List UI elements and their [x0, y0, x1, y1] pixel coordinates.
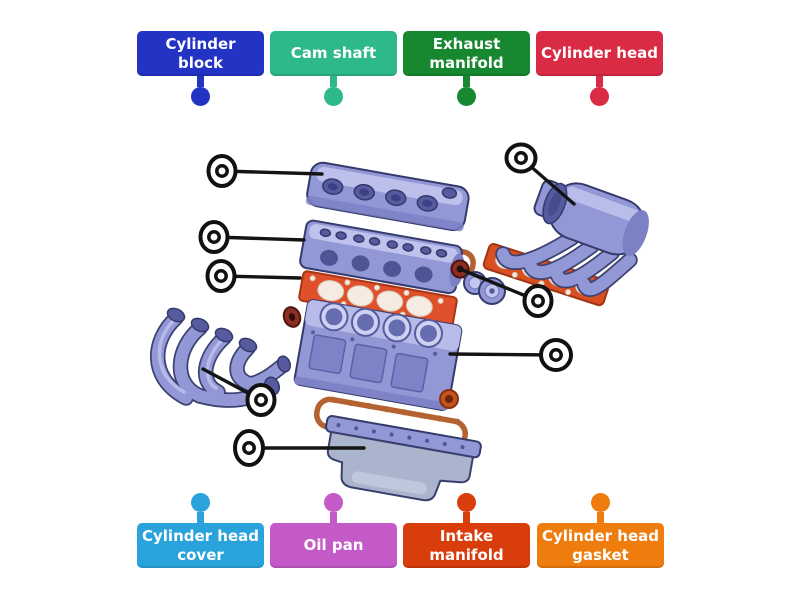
crank-seal-left [282, 306, 302, 328]
tag-pin-dot [324, 87, 343, 106]
tag-pin-stem [463, 76, 470, 87]
answer-tag-cylinder-head-cover[interactable]: Cylinder head cover [137, 493, 264, 568]
tag-pin-stem [463, 512, 470, 523]
tag-pin-dot [191, 493, 210, 512]
tag-pin-dot [590, 87, 609, 106]
crank-seal-right [439, 389, 459, 409]
target-marker-cylinder-head-cover[interactable] [206, 154, 238, 188]
target-marker-oil-pan[interactable] [233, 429, 265, 467]
target-marker-cylinder-head[interactable] [198, 220, 230, 254]
tag-pin-stem [596, 76, 603, 87]
tag-box: Exhaust manifold [403, 31, 530, 76]
answer-tag-cylinder-block[interactable]: Cylinder block [137, 31, 264, 106]
answer-tag-cylinder-head-gasket[interactable]: Cylinder head gasket [537, 493, 664, 568]
tag-label: Oil pan [303, 536, 364, 554]
tag-pin-dot [191, 87, 210, 106]
tag-pin-dot [457, 87, 476, 106]
tag-pin-dot [324, 493, 343, 512]
target-marker-cylinder-head-gasket[interactable] [205, 259, 237, 293]
target-marker-cam-shaft[interactable] [522, 284, 554, 318]
leader-line-8 [448, 352, 558, 357]
tag-pin-stem [197, 76, 204, 87]
tag-label: Cylinder block [165, 34, 236, 72]
tag-label: Exhaust manifold [429, 34, 504, 72]
tag-box: Cylinder head cover [137, 523, 264, 568]
tag-pin-dot [591, 493, 610, 512]
tag-box: Cylinder head gasket [537, 523, 664, 568]
camshaft-pulleys-part [463, 271, 506, 305]
exhaust-manifold-part [149, 307, 292, 408]
tag-box: Cylinder head [536, 31, 663, 76]
tag-box: Cam shaft [270, 31, 397, 76]
tag-pin-stem [330, 512, 337, 523]
answer-tag-oil-pan[interactable]: Oil pan [270, 493, 397, 568]
intake-manifold-part [495, 179, 649, 297]
answer-tag-exhaust-manifold[interactable]: Exhaust manifold [403, 31, 530, 106]
tag-label: Intake manifold [429, 526, 504, 564]
answer-tag-cam-shaft[interactable]: Cam shaft [270, 31, 397, 106]
answer-tag-cylinder-head[interactable]: Cylinder head [536, 31, 663, 106]
target-marker-intake-manifold[interactable] [504, 142, 538, 174]
tag-label: Cylinder head [541, 44, 658, 62]
answer-tag-intake-manifold[interactable]: Intake manifold [403, 493, 530, 568]
tag-label: Cam shaft [290, 44, 377, 62]
tag-box: Oil pan [270, 523, 397, 568]
tag-pin-stem [330, 76, 337, 87]
tag-pin-dot [457, 493, 476, 512]
tag-pin-stem [597, 512, 604, 523]
tag-box: Cylinder block [137, 31, 264, 76]
target-marker-cylinder-block[interactable] [539, 338, 573, 372]
target-marker-exhaust-manifold[interactable] [245, 383, 277, 417]
cylinder-head-cover-part [305, 161, 470, 232]
cylinder-head-gasket-part [298, 270, 458, 328]
cylinder-block-part [293, 299, 463, 411]
tag-box: Intake manifold [403, 523, 530, 568]
tag-label: Cylinder head gasket [542, 526, 659, 564]
leader-line-1 [220, 169, 324, 176]
cylinder-head-part [299, 219, 465, 295]
tag-pin-stem [197, 512, 204, 523]
tag-label: Cylinder head cover [142, 526, 259, 564]
